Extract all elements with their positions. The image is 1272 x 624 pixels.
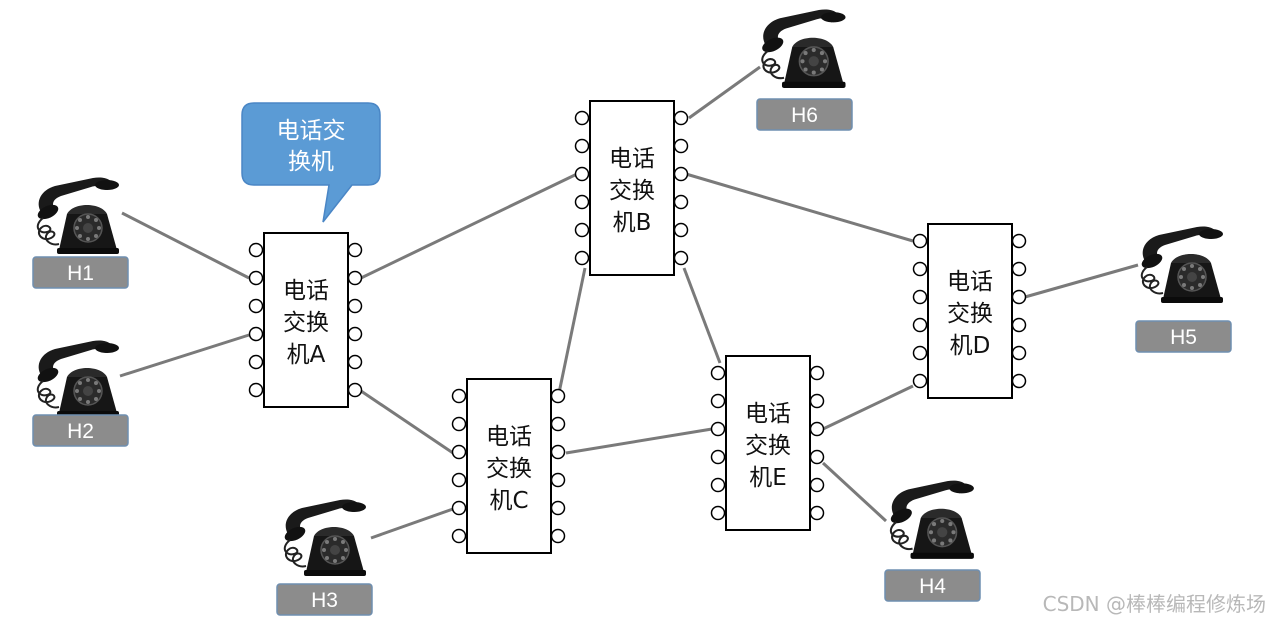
switch-d-ports <box>912 233 1027 389</box>
switch-b-label-2: 交换 <box>609 178 655 204</box>
link-c-e <box>565 427 713 455</box>
callout-line1: 电话交 <box>277 118 346 144</box>
switch-e-ports <box>710 365 825 521</box>
telephone-icon <box>758 8 847 89</box>
link-b-d <box>685 172 914 243</box>
switch-d-label-1: 电话 <box>947 269 993 295</box>
host-h1-label: H1 <box>67 262 94 285</box>
link-h1-a <box>121 211 250 280</box>
switch-b-label-3: 机B <box>613 210 652 236</box>
switch-e-label-1: 电话 <box>745 401 791 427</box>
link-c-b <box>557 267 587 394</box>
host-h2-label: H2 <box>67 420 94 443</box>
host-h3[interactable]: H3 <box>276 498 373 616</box>
switch-a-label-2: 交换 <box>283 310 329 336</box>
switch-c-label-1: 电话 <box>486 424 532 450</box>
link-d-h5 <box>1024 263 1139 299</box>
host-h6[interactable]: H6 <box>756 8 853 131</box>
telephone-icon <box>34 339 120 418</box>
switch-a-label-1: 电话 <box>283 278 329 304</box>
host-h4-label: H4 <box>919 575 946 598</box>
switch-e-label-3: 机E <box>749 465 787 491</box>
link-b-e <box>682 267 722 364</box>
link-e-d <box>822 384 914 431</box>
telephone-icon <box>281 498 367 577</box>
switch-d-label-3: 机D <box>950 333 991 359</box>
switch-e-label-2: 交换 <box>745 433 791 459</box>
link-a-c <box>360 389 454 455</box>
switch-a-ports <box>248 242 363 398</box>
switch-b[interactable]: 电话 交换 机B <box>574 100 689 276</box>
host-h6-label: H6 <box>791 104 818 127</box>
telephone-icon <box>1138 225 1224 304</box>
host-h5[interactable]: H5 <box>1135 225 1232 353</box>
host-h2[interactable]: H2 <box>32 339 129 447</box>
switch-c-label-3: 机C <box>489 488 528 514</box>
host-h4[interactable]: H4 <box>884 479 981 602</box>
switch-d[interactable]: 电话 交换 机D <box>912 223 1027 399</box>
switch-b-label-1: 电话 <box>609 146 655 172</box>
link-a-b <box>360 172 578 280</box>
links <box>119 65 1139 540</box>
link-e-h4 <box>821 461 888 523</box>
switch-b-ports <box>574 110 689 266</box>
switch-c-ports <box>451 388 566 544</box>
watermark: CSDN @棒棒编程修炼场 <box>1043 592 1266 616</box>
callout: 电话交 换机 <box>241 102 381 223</box>
switch-d-label-2: 交换 <box>947 301 993 327</box>
host-h5-label: H5 <box>1170 326 1197 349</box>
link-h3-c <box>370 507 454 540</box>
switch-c-label-2: 交换 <box>486 456 532 482</box>
callout-line2: 换机 <box>288 149 334 175</box>
switch-e[interactable]: 电话 交换 机E <box>710 355 825 531</box>
telephone-icon <box>887 479 975 560</box>
host-h3-label: H3 <box>311 589 338 612</box>
host-h1[interactable]: H1 <box>32 176 129 289</box>
link-b-h6 <box>688 65 761 120</box>
link-h2-a <box>119 333 250 378</box>
switch-a-label-3: 机A <box>287 342 326 368</box>
switch-a[interactable]: 电话 交换 机A <box>248 232 363 408</box>
telephone-icon <box>34 176 120 255</box>
switch-c[interactable]: 电话 交换 机C <box>451 378 566 554</box>
